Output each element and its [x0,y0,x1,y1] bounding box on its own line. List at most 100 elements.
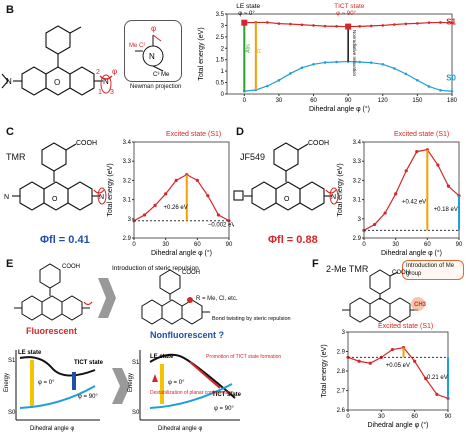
x-axis-label: Dihedral angle φ (°) [381,249,442,257]
y-tick-label: 2.5 [216,35,225,41]
molecule-c-structure: COOH O N N [4,140,107,211]
tict-state-right: TICT state [212,392,242,398]
data-point-S1 [404,169,408,173]
panel-label-d: D [236,126,244,138]
svg-text:N: N [99,194,104,201]
s0-label: S0 [446,73,456,82]
svg-text:N: N [4,194,9,201]
y-tick-label: 2.8 [337,369,346,375]
y-tick-label: 2.9 [123,236,132,242]
data-point-S1 [289,22,292,26]
plot-frame [363,141,460,239]
xlabel-right: Dihedral angle φ [158,426,202,432]
data-point-S1 [416,22,419,25]
y-tick-label: 3 [358,217,362,223]
quantum-yield-c: Φfl = 0.41 [40,234,90,246]
data-point-S0 [369,61,373,64]
data-point-S1 [206,194,210,198]
svg-text:O: O [284,196,290,203]
x-tick-label: 30 [162,242,169,248]
quantum-yield-d: Φfl = 0.88 [268,234,318,246]
data-point-S1 [335,25,338,28]
s1-left: S1 [8,358,16,364]
data-point-S1 [277,22,281,25]
y-tick-label: 0.5 [216,81,225,87]
gap-down-label-f: −0.21 eV [424,375,448,381]
data-point-S1 [142,213,147,217]
r-substituent-dot [187,297,193,303]
n-right-atom: N [103,77,109,86]
data-point-S0 [404,72,408,76]
le-state-left: LE state [18,350,42,356]
y-tick-label: 3.1 [123,198,132,204]
y-tick-label: 0 [221,92,225,98]
x-tick-label: 30 [392,242,399,248]
data-point-S1 [266,21,269,24]
y-tick-label: 3.3 [123,159,132,165]
data-point-S0 [323,61,327,64]
data-point-S1 [450,21,454,24]
y-axis-label: Total energy (eV) [321,344,328,397]
x-tick-label: 0 [243,98,247,104]
energy-axis-left: Energy [4,373,10,392]
gap-down-label-d: +0.18 eV [434,207,458,213]
data-point-S1 [372,222,377,227]
y-tick-label: 1.5 [216,58,225,64]
x-tick-label: 120 [378,98,389,104]
y-tick-label: 2.7 [337,389,346,395]
gap-down-label-c: −0.002 eV [208,222,234,228]
nonrad-label: Nonradiative relaxation [352,30,357,77]
tict-state-label: TICT state [334,3,365,10]
nonfluorescent-label: Nonfluorescent ? [150,330,224,340]
steric-arrow-bottom [112,368,130,404]
atom-index-1: 1 [98,89,102,96]
energy-diagram-left: Energy LE state TICT state φ = 0° φ = 90… [4,350,104,432]
fluorescent-label: Fluorescent [26,326,77,336]
data-point-S1 [195,178,199,182]
data-point-S1 [383,211,387,215]
steric-arrow-top [98,278,116,318]
cooh-e-right: COOH [182,270,200,276]
y-tick-label: 3.4 [123,140,132,146]
cooh-d: COOH [308,140,329,147]
dye-name-c: TMR [6,152,26,162]
data-point-S1 [427,21,431,24]
x-axis-label: Dihedral angle φ (°) [367,421,428,429]
phi0-left: φ = 0° [38,380,55,386]
x-tick-label: 90 [345,98,352,104]
x-tick-label: 90 [445,414,452,420]
me-group-callout-text: Introduction of Me group [406,263,455,277]
data-point-S1 [415,150,419,154]
me-group-callout: Introduction of Me group [402,260,464,280]
s0-right: S0 [132,410,140,416]
y-axis-label: Total energy (eV) [198,27,205,80]
data-point-S1 [227,219,231,223]
y-tick-label: 3.5 [216,12,225,18]
data-point-S1 [357,359,361,363]
le-marker [241,19,248,26]
data-point-S1 [368,361,372,365]
data-point-S0 [450,89,454,93]
data-point-S1 [394,192,398,196]
data-point-S1 [312,24,315,27]
le-state-label: LE state [236,3,260,10]
me-group: CH3 [414,302,427,308]
cooh-e-left: COOH [62,264,80,270]
y-tick-label: 3.1 [353,198,362,204]
y-tick-label: 2.9 [353,236,362,242]
data-point-S1 [413,359,417,363]
molecule-d-structure: COOH O N [233,140,339,211]
data-point-S0 [335,60,338,64]
data-point-S1 [446,184,451,188]
y-tick-label: 3 [221,23,225,29]
fl-label: Fl [257,49,263,53]
x-tick-label: 60 [310,98,317,104]
destab-note: Destabilization of planar conformation [150,390,234,396]
y-tick-label: 3 [342,330,346,336]
data-point-S1 [164,192,168,196]
x-axis-label: Dihedral angle φ (°) [151,249,212,257]
newman-n: N [149,52,155,61]
